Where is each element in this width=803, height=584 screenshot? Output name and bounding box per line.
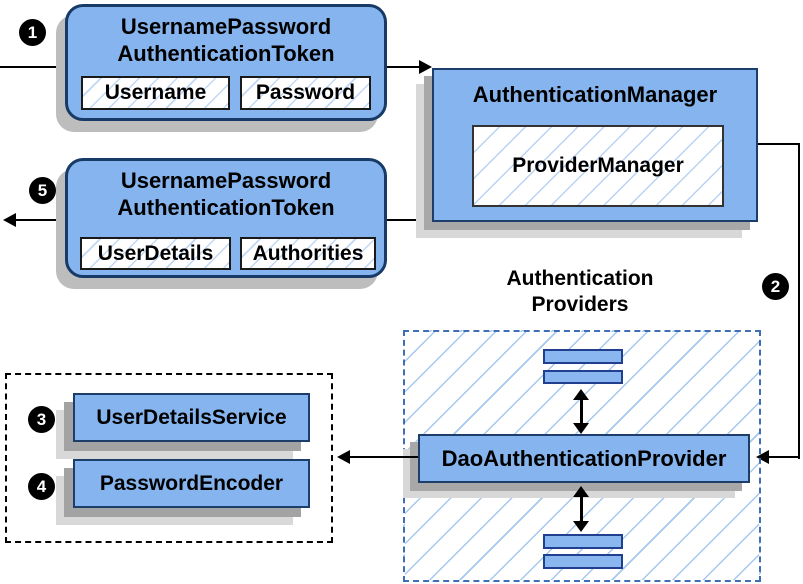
arrow-step5-outbound-head-icon [3,213,16,227]
double-arrow-up-head-icon [573,389,589,400]
response-token-box: UsernamePassword AuthenticationToken Use… [65,158,387,278]
request-token-title-line2: AuthenticationToken [117,41,335,66]
authentication-manager-title: AuthenticationManager [472,82,718,107]
arrow-step1-inbound-line [0,66,65,68]
response-token-title-line1: UsernamePassword [120,168,332,193]
response-token-title: UsernamePassword AuthenticationToken [68,167,384,221]
collaborators-container-box [5,373,333,543]
providers-heading-line2: Providers [531,293,629,316]
dao-authentication-provider-box: DaoAuthenticationProvider [418,434,750,483]
request-token-title: UsernamePassword AuthenticationToken [68,13,384,67]
request-token-box: UsernamePassword AuthenticationToken Use… [65,4,387,121]
username-field-box: Username [81,76,230,110]
arrow-manager-down-line [798,143,800,459]
authentication-manager-box: AuthenticationManager ProviderManager [432,68,758,222]
user-details-service-box: UserDetailsService [73,393,310,442]
double-arrow-bottom-line [580,495,583,523]
step-5-badge: 5 [29,177,56,204]
double-arrow-top-line [580,398,583,425]
arrow-token-to-manager-line [387,66,420,68]
step-1-badge: 1 [19,19,46,46]
password-encoder-box: PasswordEncoder [73,459,310,508]
providers-heading-line1: Authentication [506,267,654,290]
arrow-manager-out-line [758,143,800,145]
step-2-badge: 2 [762,273,789,300]
user-details-field-box: UserDetails [80,237,231,270]
request-token-title-line1: UsernamePassword [120,14,332,39]
provider-stack-bar [543,534,623,549]
arrow-token-to-manager-head-icon [419,60,432,74]
double-arrow-down-head-icon [573,423,589,434]
step-3-badge: 3 [28,406,55,433]
provider-manager-box: ProviderManager [472,125,724,207]
provider-stack-bar [543,370,623,384]
provider-stack-bar [543,349,623,364]
password-field-box: Password [240,76,371,110]
arrow-into-dao-line [768,456,800,458]
arrow-manager-to-token-line [387,219,432,221]
providers-heading: Authentication Providers [440,266,720,318]
arrow-dao-to-collaborators-line [349,456,418,458]
arrow-step5-outbound-line [15,219,65,221]
response-token-title-line2: AuthenticationToken [117,195,335,220]
double-arrow-down-head-icon [573,521,589,532]
double-arrow-up-head-icon [573,486,589,497]
arrow-dao-to-collaborators-head-icon [337,450,350,464]
authorities-field-box: Authorities [240,237,376,270]
provider-stack-bar [543,554,623,569]
step-4-badge: 4 [28,473,55,500]
